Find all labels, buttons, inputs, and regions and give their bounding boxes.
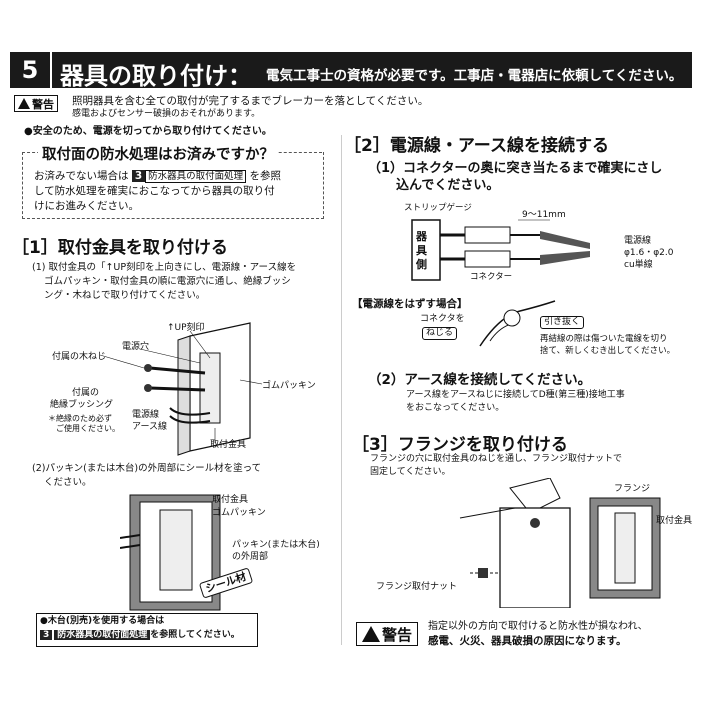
remove-note-a: 再結線の際は傷ついた電線を切り <box>540 334 668 344</box>
warning-badge-bottom: 警告 <box>356 622 419 646</box>
label-bushing-a: 付属の <box>72 388 100 398</box>
label-earth-wire: アース線 <box>132 422 168 432</box>
warning-top-line1: 照明器具を含む全ての取付が完了するまでブレーカーを落としてください。 <box>72 95 429 107</box>
label-bushing-note-a: ＊絶縁のため必ず <box>48 414 112 423</box>
label-connector-to: コネクタを <box>420 314 465 324</box>
label-bushing-note-b: ご使用ください。 <box>56 424 120 433</box>
label-bracket-step3: 取付金具 <box>656 516 693 526</box>
label-flange: フランジ <box>614 484 651 494</box>
step1-inst1-line2: ゴムパッキン・取付金具の順に電源穴に通し、絶縁ブッシ <box>44 276 291 287</box>
label-twist: ねじる <box>422 327 458 340</box>
remove-title: 【電源線をはずす場合】 <box>352 298 468 310</box>
step1-heading: ［1］取付金具を取り付ける <box>12 238 228 258</box>
step2-inst1-line2: 込んでください。 <box>396 178 500 193</box>
waterproof-line3: けにお進みください。 <box>34 200 139 212</box>
warning-triangle-icon <box>362 626 380 642</box>
label2-outer-a: パッキン(または木台) <box>232 540 320 550</box>
wood-note-box <box>36 613 258 647</box>
waterproof-title: 取付面の防水処理はお済みですか？ <box>38 143 278 164</box>
step3-inst-b: 固定してください。 <box>370 467 451 477</box>
section-subtitle: 電気工事士の資格が必要です。工事店・電器店に依頼してください。 <box>266 68 683 84</box>
label-strip-len: 9～11mm <box>522 210 566 220</box>
label-connector: コネクター <box>470 272 513 282</box>
step3-heading: ［3］フランジを取り付ける <box>352 435 568 455</box>
step2-heading: ［2］電源線・アース線を接続する <box>344 136 609 156</box>
section-title: 器具の取り付け： <box>60 62 252 90</box>
step1-inst1-line1: (1) 取付金具の「↑UP刻印を上向きにし、電源線・アース線を <box>32 262 297 273</box>
step3-inst-a: フランジの穴に取付金具のねじを通し、フランジ取付ナットで <box>370 454 623 464</box>
step2-inst2: （2）アース線を接続してください。 <box>368 372 592 388</box>
label2-bracket: 取付金具 <box>212 495 249 505</box>
remove-note-b: 捨て、新しくむき出してください。 <box>540 346 676 356</box>
label-flange-nut: フランジ取付ナット <box>376 582 458 592</box>
label-power-line: 電源線 <box>624 236 652 246</box>
step2-inst1-line1: （1）コネクターの奥に突き当たるまで確実にさし <box>368 161 663 176</box>
bracket-mount-figure <box>99 322 263 456</box>
step2-inst2-note-b: をおこなってください。 <box>406 403 505 413</box>
warning-triangle-icon <box>18 98 30 109</box>
step1-inst2-line2: ください。 <box>44 477 92 488</box>
warning-bottom-line1: 指定以外の方向で取付けると防水性が損なわれ、 <box>428 621 648 632</box>
label-strip-gauge: ストリップゲージ <box>404 203 472 213</box>
label-power-hole: 電源穴 <box>122 342 150 352</box>
label-device-side: 器具側 <box>416 230 427 271</box>
label-pull: 引き抜く <box>540 316 585 329</box>
step2-inst2-note-a: アース線をアースねじに接続してD種(第三種)接地工事 <box>406 390 625 400</box>
hand-pull-figure <box>479 300 556 347</box>
safety-note: ●安全のため、電源を切ってから取り付けてください。 <box>24 126 272 137</box>
column-divider <box>341 135 342 645</box>
waterproof-line2: して防水処理を確実におこなってから器具の取り付 <box>34 185 275 197</box>
label2-outer-b: の外周部 <box>232 552 269 562</box>
label-cu: cu単線 <box>624 260 653 270</box>
waterproof-box <box>22 152 324 219</box>
step1-inst2-line1: (2)パッキン(または木台)の外周部にシール材を塗って <box>32 463 262 474</box>
step1-inst1-line3: ング・木ねじで取り付けてください。 <box>44 290 206 301</box>
label-power-wire: 電源線 <box>132 410 160 420</box>
flange-figure <box>459 478 661 608</box>
wood-note-line1: ●木台(別売)を使用する場合は <box>40 616 165 626</box>
section-number: 5 <box>10 52 52 88</box>
label-rubber: ゴムパッキン <box>262 381 316 391</box>
connector-figure <box>411 219 590 281</box>
warning-bottom-line2: 感電、火災、器具破損の原因になります。 <box>428 635 627 647</box>
warning-top-line2: 感電およびセンサー破損のおそれがあります。 <box>72 109 261 119</box>
section-header-bar <box>10 52 692 88</box>
label-bushing-b: 絶縁ブッシング <box>50 400 114 410</box>
label-wood-screw: 付属の木ねじ <box>52 352 107 362</box>
label2-rubber: ゴムパッキン <box>212 508 266 518</box>
warning-badge-top: 警告 <box>14 95 58 112</box>
label-bracket: 取付金具 <box>210 440 247 450</box>
label-spec: φ1.6・φ2.0 <box>624 248 674 258</box>
label-up-mark: ↑UP刻印 <box>167 323 205 333</box>
